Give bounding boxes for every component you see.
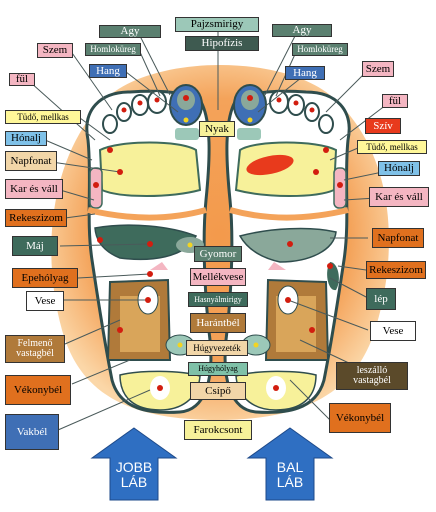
label-homlokureg-left: Homloküreg [85, 43, 141, 56]
label-leszallo-vastagbel: leszálló vastagbél [336, 362, 408, 390]
label-vakbel: Vakbél [5, 414, 59, 450]
label-maj: Máj [12, 236, 58, 256]
label-agy-right: Agy [272, 24, 332, 37]
label-hang-left: Hang [89, 64, 127, 78]
label-honalj-left: Hónalj [5, 131, 47, 146]
right-foot-label-line2: LÁB [120, 473, 148, 490]
label-karvall-left: Kar és váll [5, 179, 63, 199]
label-vekonybel-left: Vékonybél [5, 375, 71, 405]
label-ful-right: fül [382, 94, 408, 108]
label-szem-right: Szem [362, 61, 394, 77]
label-lep: lép [366, 288, 396, 310]
reflex-points [93, 95, 343, 391]
label-karvall-right: Kar és váll [369, 187, 429, 207]
right-foot-label: JOBB LÁB [104, 460, 164, 489]
left-foot-label-line1: BAL [276, 459, 304, 475]
label-hang-right: Hang [285, 66, 325, 80]
label-tudo-right: Tüdő, mellkas [357, 140, 427, 154]
label-pajzsmirigy: Pajzsmirigy [175, 17, 259, 32]
left-foot-label-line2: LÁB [276, 473, 304, 490]
label-agy-left: Agy [99, 25, 161, 38]
label-vese-right: Vese [370, 321, 416, 341]
right-foot-arrow [90, 427, 178, 501]
label-rekeszizom-left: Rekeszizom [5, 209, 67, 227]
label-sziv: Szív [365, 118, 401, 134]
label-tudo-left: Tüdő, mellkas [5, 110, 81, 124]
label-epeholyag: Epehólyag [12, 268, 78, 288]
label-hugyholyag: Húgyhólyag [188, 362, 248, 376]
label-nyak: Nyak [199, 121, 235, 137]
label-honalj-right: Hónalj [378, 161, 420, 176]
label-rekeszizom-right: Rekeszizom [366, 261, 426, 279]
label-vese-left: Vese [26, 291, 64, 311]
label-ful-left: fül [9, 73, 35, 86]
label-vekonybel-right: Vékonybél [329, 403, 391, 433]
label-farokcsont: Farokcsont [184, 420, 252, 440]
label-felmeno-vastagbel: Felmenő vastagbél [5, 335, 65, 363]
label-gyomor: Gyomor [194, 246, 242, 262]
label-hugyvezetek: Húgyvezeték [186, 340, 248, 356]
right-foot-label-line1: JOBB [115, 459, 153, 475]
label-homlokureg-right: Homloküreg [292, 43, 348, 56]
label-napfonat-right: Napfonat [372, 228, 424, 248]
label-hasnyalmirigy: Hasnyálmirigy [188, 292, 248, 307]
left-foot-label: BAL LÁB [260, 460, 320, 489]
label-csipo: Csípő [190, 382, 246, 400]
label-szem-left: Szem [37, 43, 73, 58]
label-harantbel: Harántbél [190, 313, 246, 333]
left-foot-arrow [246, 427, 334, 501]
label-napfonat-left: Napfonat [5, 151, 57, 171]
label-hipofizis: Hipofízis [185, 36, 259, 51]
label-mellekvese: Mellékvese [190, 268, 246, 286]
